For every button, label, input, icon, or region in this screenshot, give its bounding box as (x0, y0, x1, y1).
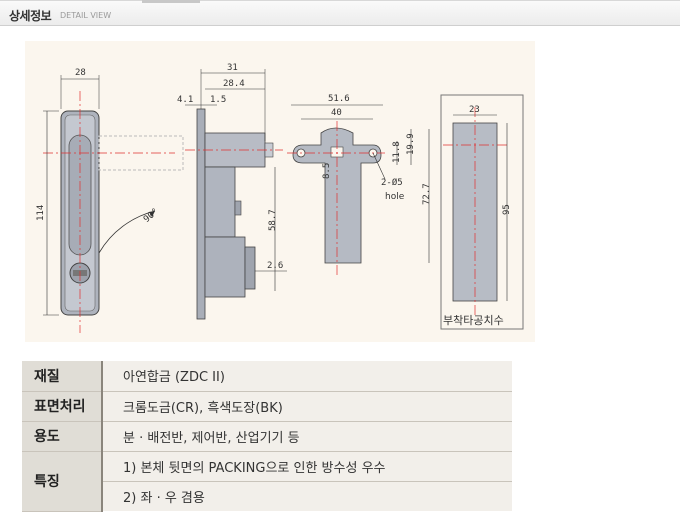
dim-hole-word: hole (385, 192, 405, 202)
spec-value: 아연합금 (ZDC II) (102, 361, 512, 392)
side-view: 31 28.4 4.1 1.5 58.7 2.6 (177, 63, 287, 320)
dim-side-total: 31 (227, 63, 238, 73)
spec-row-feature: 특징 1) 본체 뒷면의 PACKING으로 인한 방수성 우수 (22, 451, 512, 512)
dim-angle: 90° (142, 207, 161, 225)
spec-value: 분 · 배전반, 제어반, 산업기기 등 (102, 421, 512, 452)
dim-bracket-pitch: 40 (331, 108, 342, 118)
dim-bracket-h3: 72.7 (422, 183, 432, 205)
dim-bracket-width: 51.6 (328, 94, 350, 104)
dim-bracket-h1: 11.8 (392, 141, 402, 163)
section-title: 상세정보 (9, 9, 52, 23)
spec-value: 1) 본체 뒷면의 PACKING으로 인한 방수성 우수 (102, 451, 512, 482)
dim-side-flange: 4.1 (177, 95, 193, 105)
spec-key: 용도 (22, 421, 103, 452)
dim-bracket-small: 8.5 (322, 163, 332, 179)
dim-bracket-h2: 19.9 (406, 133, 416, 155)
spec-row-usage: 용도 분 · 배전반, 제어반, 산업기기 등 (22, 421, 512, 452)
spec-key: 재질 (22, 361, 103, 392)
section-subtitle: DETAIL VIEW (60, 11, 112, 20)
dim-side-depth: 28.4 (223, 79, 245, 89)
spec-row-material: 재질 아연합금 (ZDC II) (22, 361, 512, 392)
dim-front-height: 114 (36, 205, 46, 221)
technical-drawing: 28 114 90° 31 28.4 4.1 1.5 (25, 41, 535, 342)
drawing-svg: 28 114 90° 31 28.4 4.1 1.5 (36, 63, 524, 333)
dim-cutout-height: 95 (502, 204, 512, 215)
tab-indicator (142, 0, 200, 3)
spec-row-feature-2: 2) 좌 · 우 겸용 (22, 481, 512, 511)
front-view: 28 114 90° (36, 68, 184, 333)
spec-key: 특징 (22, 451, 103, 512)
spec-row-finish: 표면처리 크롬도금(CR), 흑색도장(BK) (22, 391, 512, 422)
spec-value: 크롬도금(CR), 흑색도장(BK) (102, 391, 512, 422)
section-header: 상세정보 DETAIL VIEW (0, 0, 680, 26)
dim-side-bottom: 2.6 (267, 261, 283, 271)
dim-hole-spec: 2-Ø5 (381, 177, 403, 188)
dim-side-offset: 1.5 (210, 95, 226, 105)
spec-table: 재질 아연합금 (ZDC II) 표면처리 크롬도금(CR), 흑색도장(BK)… (22, 361, 512, 512)
spec-key: 표면처리 (22, 391, 103, 422)
cutout-label: 부착타공치수 (443, 314, 504, 327)
spec-value: 2) 좌 · 우 겸용 (102, 481, 512, 511)
dim-cutout-width: 23 (469, 105, 480, 115)
bracket-view: 51.6 40 11.8 19.9 72.7 8.5 2-Ø5 hole (287, 94, 432, 277)
cutout-view: 23 95 부착타공치수 (440, 94, 524, 330)
dim-front-width: 28 (75, 68, 86, 78)
dim-side-height: 58.7 (268, 209, 278, 231)
